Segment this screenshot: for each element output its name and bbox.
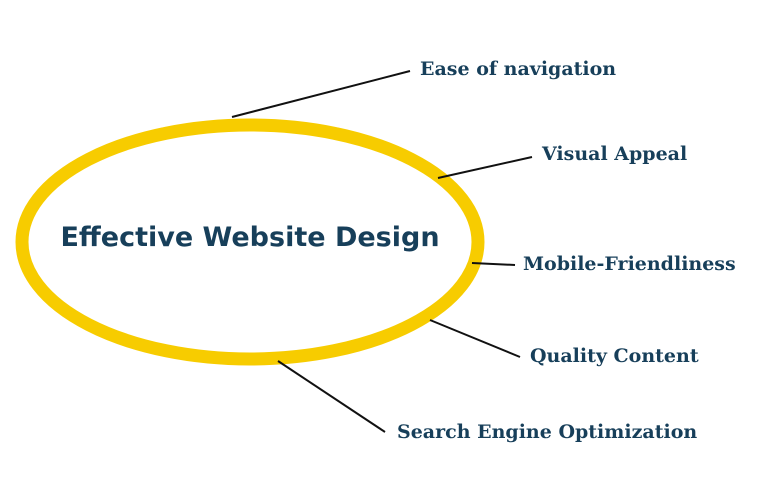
branch-visual-appeal: Visual Appeal (542, 143, 688, 165)
central-title: Effective Website Design (60, 222, 440, 253)
branch-mobile-friendliness: Mobile-Friendliness (523, 253, 736, 275)
central-ellipse (15, 118, 485, 366)
connector-mobile-friendliness (471, 262, 516, 266)
connector-quality-content (429, 319, 521, 358)
connector-visual-appeal (437, 156, 533, 179)
branch-quality-content: Quality Content (530, 345, 699, 367)
connector-ease-of-navigation (231, 70, 411, 118)
branch-seo: Search Engine Optimization (397, 421, 698, 443)
connector-seo (277, 360, 386, 433)
branch-ease-of-navigation: Ease of navigation (420, 58, 617, 80)
